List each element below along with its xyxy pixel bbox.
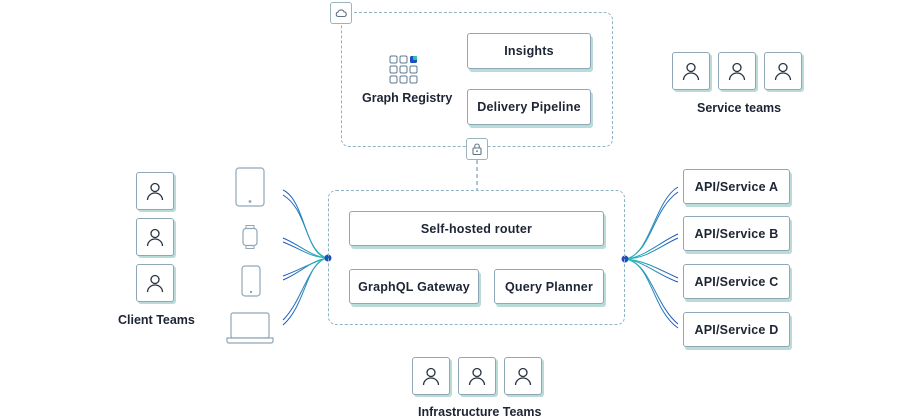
graphql-gateway-box[interactable]: GraphQL Gateway <box>349 269 479 304</box>
insights-box[interactable]: Insights <box>467 33 591 69</box>
client-team-avatar <box>136 264 174 302</box>
phone-icon <box>241 265 261 297</box>
cloud-icon <box>330 2 352 24</box>
service-teams-label: Service teams <box>697 101 782 115</box>
delivery-pipeline-box[interactable]: Delivery Pipeline <box>467 89 591 125</box>
client-teams-label: Client Teams <box>118 313 195 327</box>
infra-team-avatar <box>504 357 542 395</box>
person-icon <box>146 182 164 201</box>
person-icon <box>468 367 486 386</box>
service-team-avatar <box>672 52 710 90</box>
graph-registry-title: Graph Registry <box>362 91 453 105</box>
client-team-avatar <box>136 218 174 256</box>
person-icon <box>146 228 164 247</box>
grid-icon <box>389 55 419 85</box>
left-fan-lines <box>282 189 328 326</box>
lock-icon <box>466 138 488 160</box>
query-planner-box[interactable]: Query Planner <box>494 269 604 304</box>
router-container <box>328 190 625 325</box>
tablet-icon <box>235 167 265 207</box>
person-icon <box>682 62 700 81</box>
service-b-box[interactable]: API/Service B <box>683 216 790 251</box>
infra-team-avatar <box>458 357 496 395</box>
person-icon <box>146 274 164 293</box>
service-team-avatar <box>718 52 756 90</box>
right-connector-dot <box>621 255 629 263</box>
service-team-avatar <box>764 52 802 90</box>
person-icon <box>728 62 746 81</box>
right-fan-lines <box>625 186 679 329</box>
person-icon <box>514 367 532 386</box>
person-icon <box>774 62 792 81</box>
infrastructure-teams-label: Infrastructure Teams <box>418 405 542 419</box>
self-hosted-router-box[interactable]: Self-hosted router <box>349 211 604 246</box>
person-icon <box>422 367 440 386</box>
infra-team-avatar <box>412 357 450 395</box>
service-d-box[interactable]: API/Service D <box>683 312 790 347</box>
service-c-box[interactable]: API/Service C <box>683 264 790 299</box>
service-a-box[interactable]: API/Service A <box>683 169 790 204</box>
watch-icon <box>242 225 258 249</box>
laptop-icon <box>226 312 274 344</box>
client-team-avatar <box>136 172 174 210</box>
